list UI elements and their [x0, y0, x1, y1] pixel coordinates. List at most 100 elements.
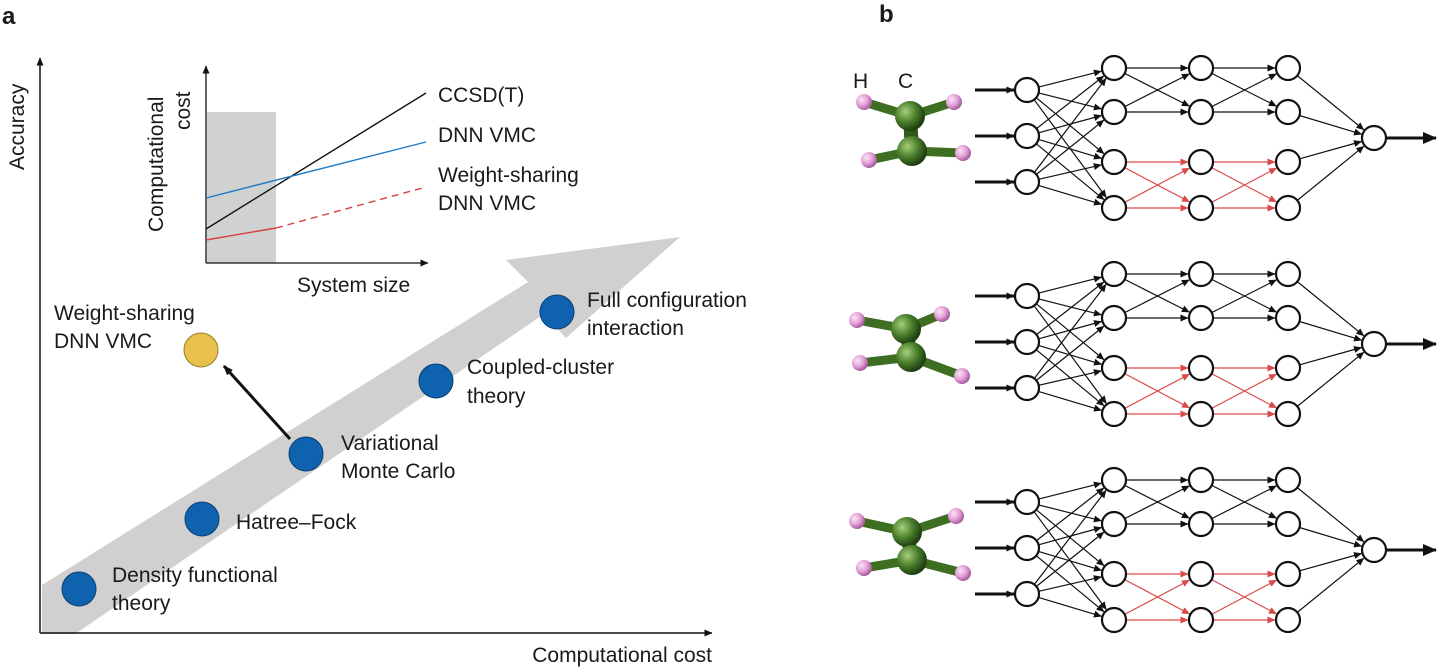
network-link	[1299, 114, 1363, 136]
method-dot-fci	[539, 294, 575, 330]
network-link	[1038, 369, 1102, 386]
hydrogen-atom	[954, 368, 970, 384]
network-link	[1299, 526, 1363, 548]
molecule-1	[856, 94, 971, 168]
network-node	[1360, 536, 1388, 564]
network-1	[856, 54, 1437, 222]
method-label-dft-2: theory	[112, 592, 171, 615]
network-node	[1187, 148, 1215, 176]
network-link	[1038, 504, 1102, 523]
network-node	[1013, 328, 1041, 356]
network-link	[1033, 489, 1107, 585]
inset-y-label-2: cost	[172, 91, 195, 130]
network-node	[1013, 282, 1041, 310]
network-link	[1296, 557, 1365, 613]
panel-b: b H C	[849, 1, 1437, 634]
inset-series-ccsdt	[205, 92, 427, 230]
molecule-3	[849, 508, 971, 581]
inset-series-label-ws-1: Weight-sharing	[438, 164, 579, 187]
network-2	[849, 260, 1437, 428]
network-link	[1038, 575, 1102, 592]
inset-series-ws-dashed	[275, 186, 427, 229]
inset-series-dnn-vmc	[205, 141, 427, 199]
network-node	[1274, 148, 1302, 176]
highlight-label-1: Weight-sharing	[54, 302, 195, 325]
network-node	[1100, 260, 1128, 288]
network-node	[1100, 510, 1128, 538]
network-link	[1296, 75, 1365, 131]
atom-label-carbon: C	[898, 70, 913, 93]
network-node	[1187, 260, 1215, 288]
network-node	[1187, 54, 1215, 82]
network-node	[1187, 466, 1215, 494]
network-node	[1187, 606, 1215, 634]
improvement-arrow	[222, 364, 292, 441]
network-link	[1038, 163, 1102, 180]
main-y-axis-label: Accuracy	[6, 83, 29, 170]
panel-a: a Accuracy Computational cost Density fu…	[2, 3, 747, 667]
network-link	[1038, 596, 1102, 618]
hydrogen-atom	[955, 145, 971, 161]
network-node	[1013, 76, 1041, 104]
inset-series-label-ccsdt: CCSD(T)	[438, 84, 524, 107]
network-link	[1038, 344, 1102, 366]
network-link	[1038, 114, 1102, 134]
hydrogen-atom	[852, 355, 868, 371]
network-link	[1038, 550, 1102, 572]
network-link	[1211, 579, 1277, 615]
method-dot-cc	[418, 363, 454, 399]
network-link	[1124, 167, 1190, 203]
network-node	[1187, 194, 1215, 222]
network-node	[1274, 304, 1302, 332]
network-link	[1033, 77, 1107, 173]
network-stack	[849, 54, 1437, 634]
panel-a-letter: a	[2, 3, 16, 30]
hydrogen-atom	[856, 94, 872, 110]
atom-label-hydrogen: H	[853, 70, 868, 93]
panel-b-letter: b	[879, 1, 894, 28]
network-node	[1187, 400, 1215, 428]
network-link	[1038, 138, 1102, 160]
network-link	[1296, 487, 1365, 543]
inset-series-label-dnn: DNN VMC	[438, 124, 536, 147]
network-node	[1100, 560, 1128, 588]
network-node	[1187, 510, 1215, 538]
highlight-dot	[183, 332, 219, 368]
network-link	[1299, 346, 1362, 366]
network-node	[1274, 606, 1302, 634]
carbon-atom	[895, 101, 925, 131]
network-link	[1033, 283, 1107, 379]
network-link	[1124, 373, 1190, 409]
network-node	[1360, 124, 1388, 152]
network-node	[1274, 194, 1302, 222]
network-link	[1211, 485, 1277, 520]
network-link	[1211, 279, 1277, 314]
method-label-dft-1: Density functional	[112, 564, 278, 587]
network-node	[1100, 194, 1128, 222]
method-label-fci-1: Full configuration	[587, 289, 747, 312]
network-node	[1013, 534, 1041, 562]
network-link	[1299, 552, 1362, 572]
network-link	[1038, 275, 1102, 294]
method-label-cc-1: Coupled-cluster	[467, 356, 614, 379]
network-link	[1296, 145, 1365, 201]
network-link	[1038, 481, 1102, 500]
molecule-2	[849, 306, 970, 384]
network-node	[1187, 354, 1215, 382]
network-link	[1211, 73, 1277, 108]
network-link	[1299, 320, 1363, 342]
method-label-vmc-1: Variational	[341, 432, 439, 455]
network-link	[1038, 92, 1102, 111]
highlight-label-2: DNN VMC	[54, 330, 152, 353]
network-link	[1038, 69, 1102, 88]
network-node	[1013, 580, 1041, 608]
network-node	[1013, 374, 1041, 402]
network-node	[1187, 98, 1215, 126]
network-link	[1035, 119, 1105, 175]
carbon-atom	[891, 314, 921, 344]
hydrogen-atom	[946, 94, 962, 110]
network-node	[1274, 400, 1302, 428]
network-node	[1274, 466, 1302, 494]
network-link	[1211, 167, 1277, 203]
carbon-atom	[897, 545, 927, 575]
